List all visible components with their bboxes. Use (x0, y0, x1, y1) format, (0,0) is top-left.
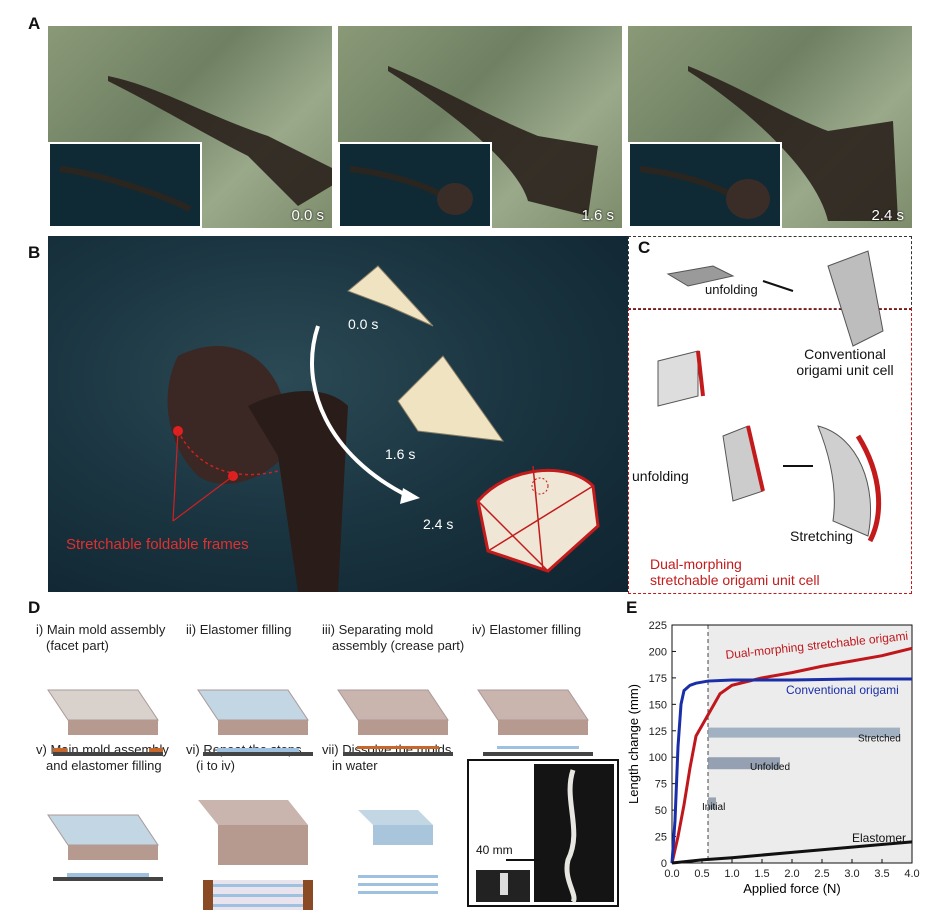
y-tick-label: 200 (649, 646, 667, 658)
x-tick-label: 2.5 (814, 868, 829, 880)
x-tick-label: 4.0 (904, 868, 919, 880)
photo-b: Stretchable foldable frames 0.0 s 1.6 s … (48, 236, 628, 592)
x-tick-label: 1.0 (724, 868, 739, 880)
x-tick-label: 2.0 (784, 868, 799, 880)
inset-a2 (338, 142, 492, 228)
x-tick-label: 0.0 (664, 868, 679, 880)
chart-e: 0.0 0.5 1.0 1.5 2.0 2.5 3.0 3.5 4.0 0 25 50 75 100 125… (626, 620, 920, 896)
panel-label-e: E (626, 598, 638, 617)
x-tick-label: 0.5 (694, 868, 709, 880)
unfolded-sample-photo (708, 757, 780, 770)
y-tick-label: 25 (655, 832, 667, 844)
step-3-line2: assembly (crease part) (332, 638, 465, 653)
dual-box (628, 308, 912, 594)
time-b2: 1.6 s (385, 446, 416, 462)
time-b3: 2.4 s (423, 516, 454, 532)
series-line (670, 646, 913, 864)
step-1-line2: (facet part) (46, 638, 109, 653)
conv-title-2: origami unit cell (796, 362, 894, 378)
photo-a2: 1.6 s (338, 26, 622, 228)
time-b1: 0.0 s (348, 316, 379, 332)
initial-sample-photo (708, 797, 716, 810)
panel-c-illustrations (657, 250, 884, 543)
y-tick-label: 0 (661, 858, 667, 870)
dual-unfolding: unfolding (632, 468, 689, 484)
conv-title-1: Conventional (804, 346, 886, 362)
series-line (671, 840, 913, 865)
panel-label-a: A (28, 14, 41, 33)
step-2-line1: ii) Elastomer filling (186, 622, 292, 637)
x-tick-label: 1.5 (754, 868, 769, 880)
shaded-region (708, 625, 912, 863)
x-axis-label: Applied force (N) (743, 881, 841, 896)
dual-stretching: Stretching (790, 528, 854, 544)
x-tick-label: 3.5 (874, 868, 889, 880)
panel-label-d: D (28, 598, 41, 617)
y-tick-label: 125 (649, 726, 667, 738)
dual-title-2: stretchable origami unit cell (650, 572, 820, 588)
step-7-line2: in water (332, 758, 378, 773)
y-tick-label: 225 (649, 620, 667, 632)
y-tick-label: 75 (655, 779, 667, 791)
step-4-line1: iv) Elastomer filling (472, 622, 582, 637)
inset-a1 (48, 142, 202, 228)
step-1-line1: i) Main mold assembly (36, 622, 166, 637)
y-tick-label: 150 (649, 699, 667, 711)
timestamp-a2: 1.6 s (581, 207, 614, 224)
timestamp-a1: 0.0 s (291, 207, 324, 224)
series-label: Elastomer (852, 831, 906, 845)
panel-label-b: B (28, 243, 41, 262)
conventional-box (628, 236, 912, 310)
series-line (670, 677, 912, 864)
stretched-sample-photo (708, 727, 900, 738)
conv-unfolding: unfolding (705, 282, 758, 297)
photo-a1: 0.0 s (48, 26, 332, 228)
series-label: Conventional origami (786, 683, 899, 697)
photo-a3: 2.4 s (628, 26, 912, 228)
frames-label: Stretchable foldable frames (66, 536, 249, 553)
annotation-label: Initial (702, 802, 725, 813)
step-3-line1: iii) Separating mold (322, 622, 434, 637)
scale-bar-label: 40 mm (476, 843, 513, 857)
step-5-line2: and elastomer filling (46, 758, 162, 773)
fabrication-diagrams (47, 689, 619, 910)
x-tick-label: 3.0 (844, 868, 859, 880)
y-tick-label: 175 (649, 673, 667, 685)
dual-title-1: Dual-morphing (650, 556, 742, 572)
inset-a3 (628, 142, 782, 228)
step-6-line2: (i to iv) (196, 758, 235, 773)
annotation-label: Unfolded (750, 762, 790, 773)
y-axis-label: Length change (mm) (626, 684, 641, 804)
y-tick-label: 50 (655, 805, 667, 817)
annotation-label: Stretched (858, 733, 901, 744)
y-tick-label: 100 (649, 752, 667, 764)
timestamp-a3: 2.4 s (871, 207, 904, 224)
panel-label-c: C (638, 238, 651, 257)
